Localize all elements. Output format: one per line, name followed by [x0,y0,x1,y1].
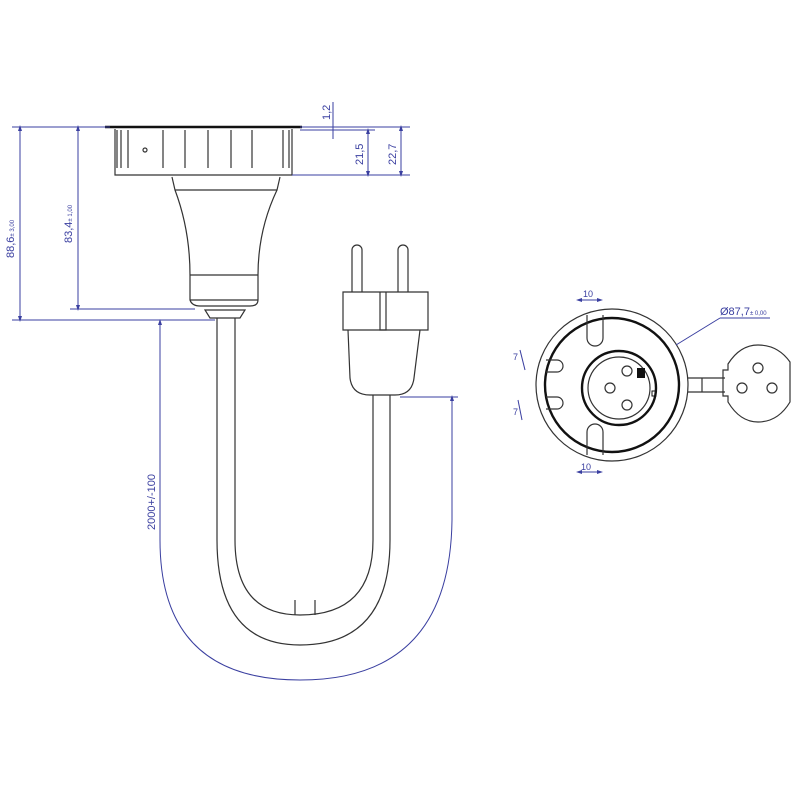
dim-flange-total: 22,7 [387,144,399,165]
dim-cable-length: 2000+/-100 [146,474,158,530]
top-dimensions: Ø87,7± 0,00 10 10 7 7 [513,289,770,474]
flange-ribs [116,130,290,168]
dim-slot-top: 10 [583,289,593,299]
dim-flange-height: 21,5 [354,144,366,165]
dim-diameter: Ø87,7± 0,00 [720,306,767,318]
plug-side-view [342,244,429,396]
socket-side-view [105,125,302,319]
dim-notch-lower: 7 [513,407,518,417]
dim-total-height: 88,6± 3,00 [5,219,17,258]
dim-notch-upper: 7 [513,352,518,362]
socket-top-view [535,308,791,462]
dim-slot-bottom: 10 [581,462,591,472]
side-dimensions: 88,6± 3,00 83,4± 1,00 1,2 21,5 22,7 2000… [5,102,458,681]
power-cable [216,318,391,646]
dim-flange-thickness: 1,2 [321,105,333,120]
dim-body-height: 83,4± 1,00 [63,204,75,243]
